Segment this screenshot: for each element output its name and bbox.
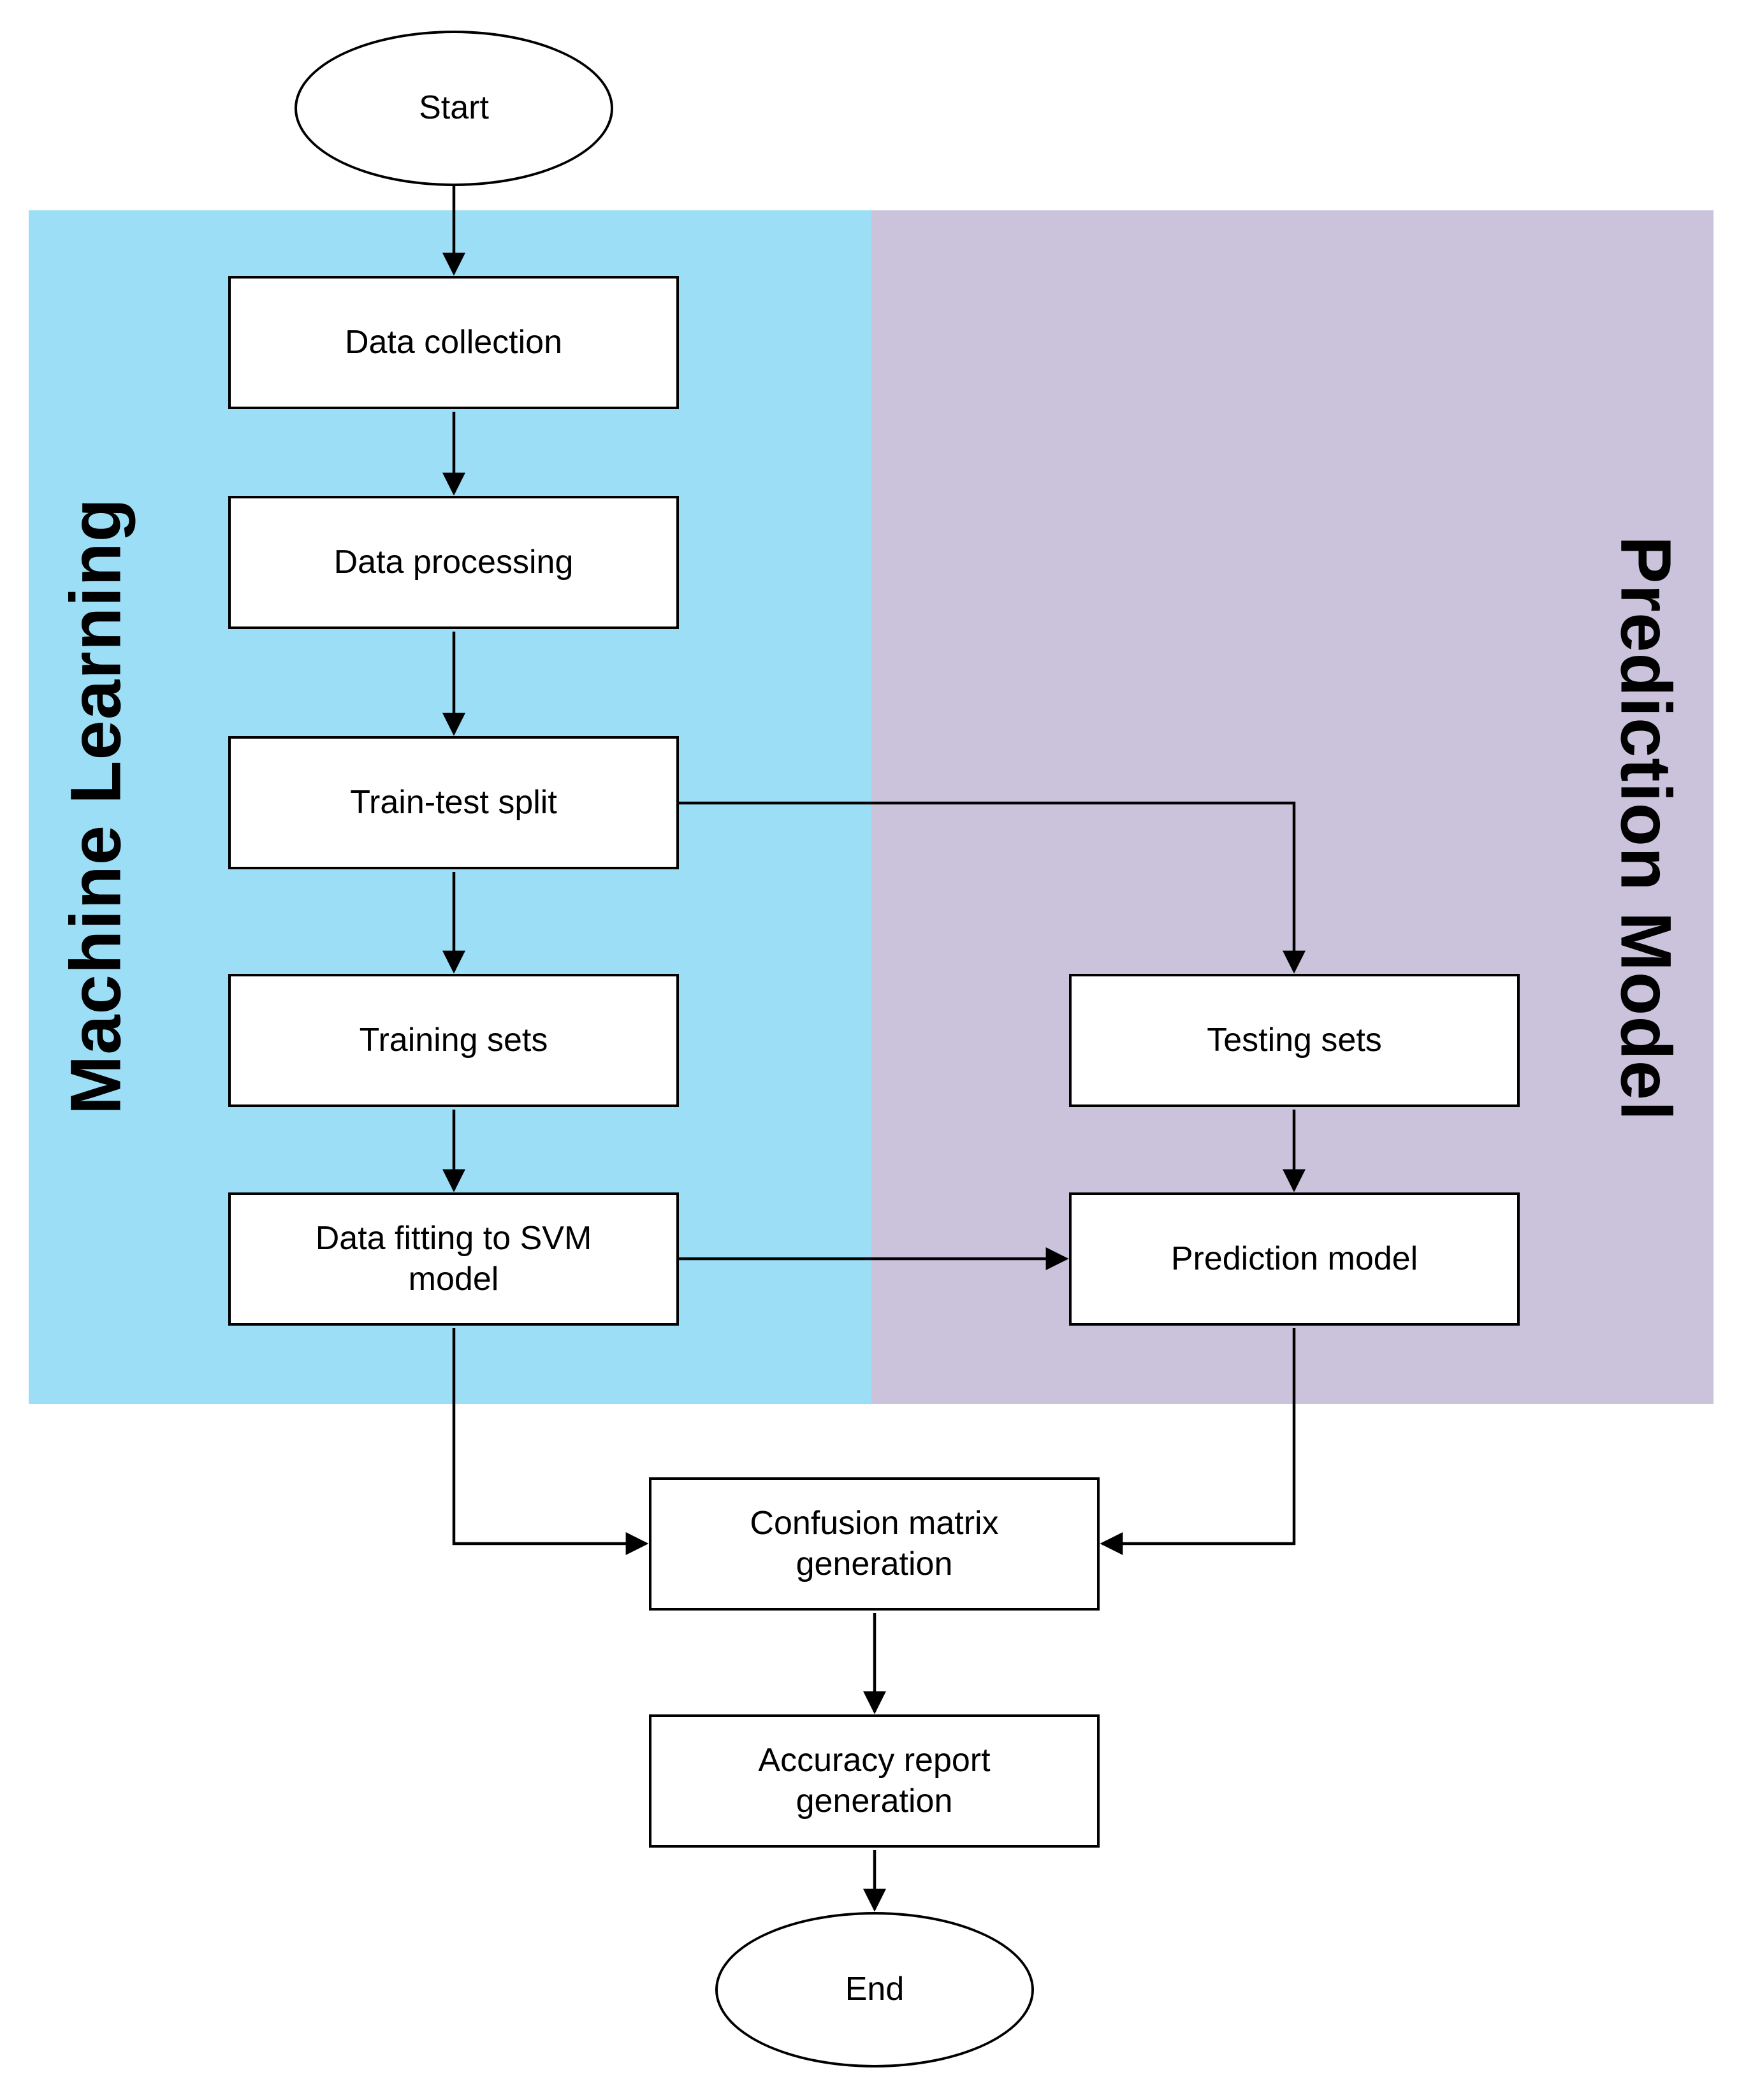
node-end-label: End [845,1971,905,2008]
node-start: Start [295,31,613,186]
node-prediction-model: Prediction model [1069,1192,1520,1326]
node-data-collection: Data collection [228,276,679,409]
node-confusion-matrix: Confusion matrix generation [649,1477,1100,1611]
node-train-test-split: Train-test split [228,736,679,869]
node-accuracy-report: Accuracy report generation [649,1714,1100,1848]
node-data-processing-label: Data processing [333,543,574,581]
node-training-sets-label: Training sets [359,1021,548,1059]
node-training-sets: Training sets [228,974,679,1107]
node-data-collection-label: Data collection [344,323,563,361]
region-label-machine-learning: Machine Learning [55,497,136,1115]
node-testing-sets: Testing sets [1069,974,1520,1107]
node-start-label: Start [419,89,489,127]
node-data-processing: Data processing [228,496,679,629]
node-prediction-model-label: Prediction model [1170,1240,1418,1277]
node-data-fitting-svm: Data fitting to SVM model [228,1192,679,1326]
node-testing-sets-label: Testing sets [1207,1021,1382,1059]
node-confusion-matrix-label: Confusion matrix generation [750,1505,999,1582]
node-accuracy-report-label: Accuracy report generation [758,1742,991,1820]
region-label-prediction-model: Prediction Model [1606,535,1686,1122]
node-train-test-split-label: Train-test split [350,783,557,821]
node-end: End [715,1912,1034,2067]
node-data-fitting-svm-label: Data fitting to SVM model [315,1220,592,1298]
